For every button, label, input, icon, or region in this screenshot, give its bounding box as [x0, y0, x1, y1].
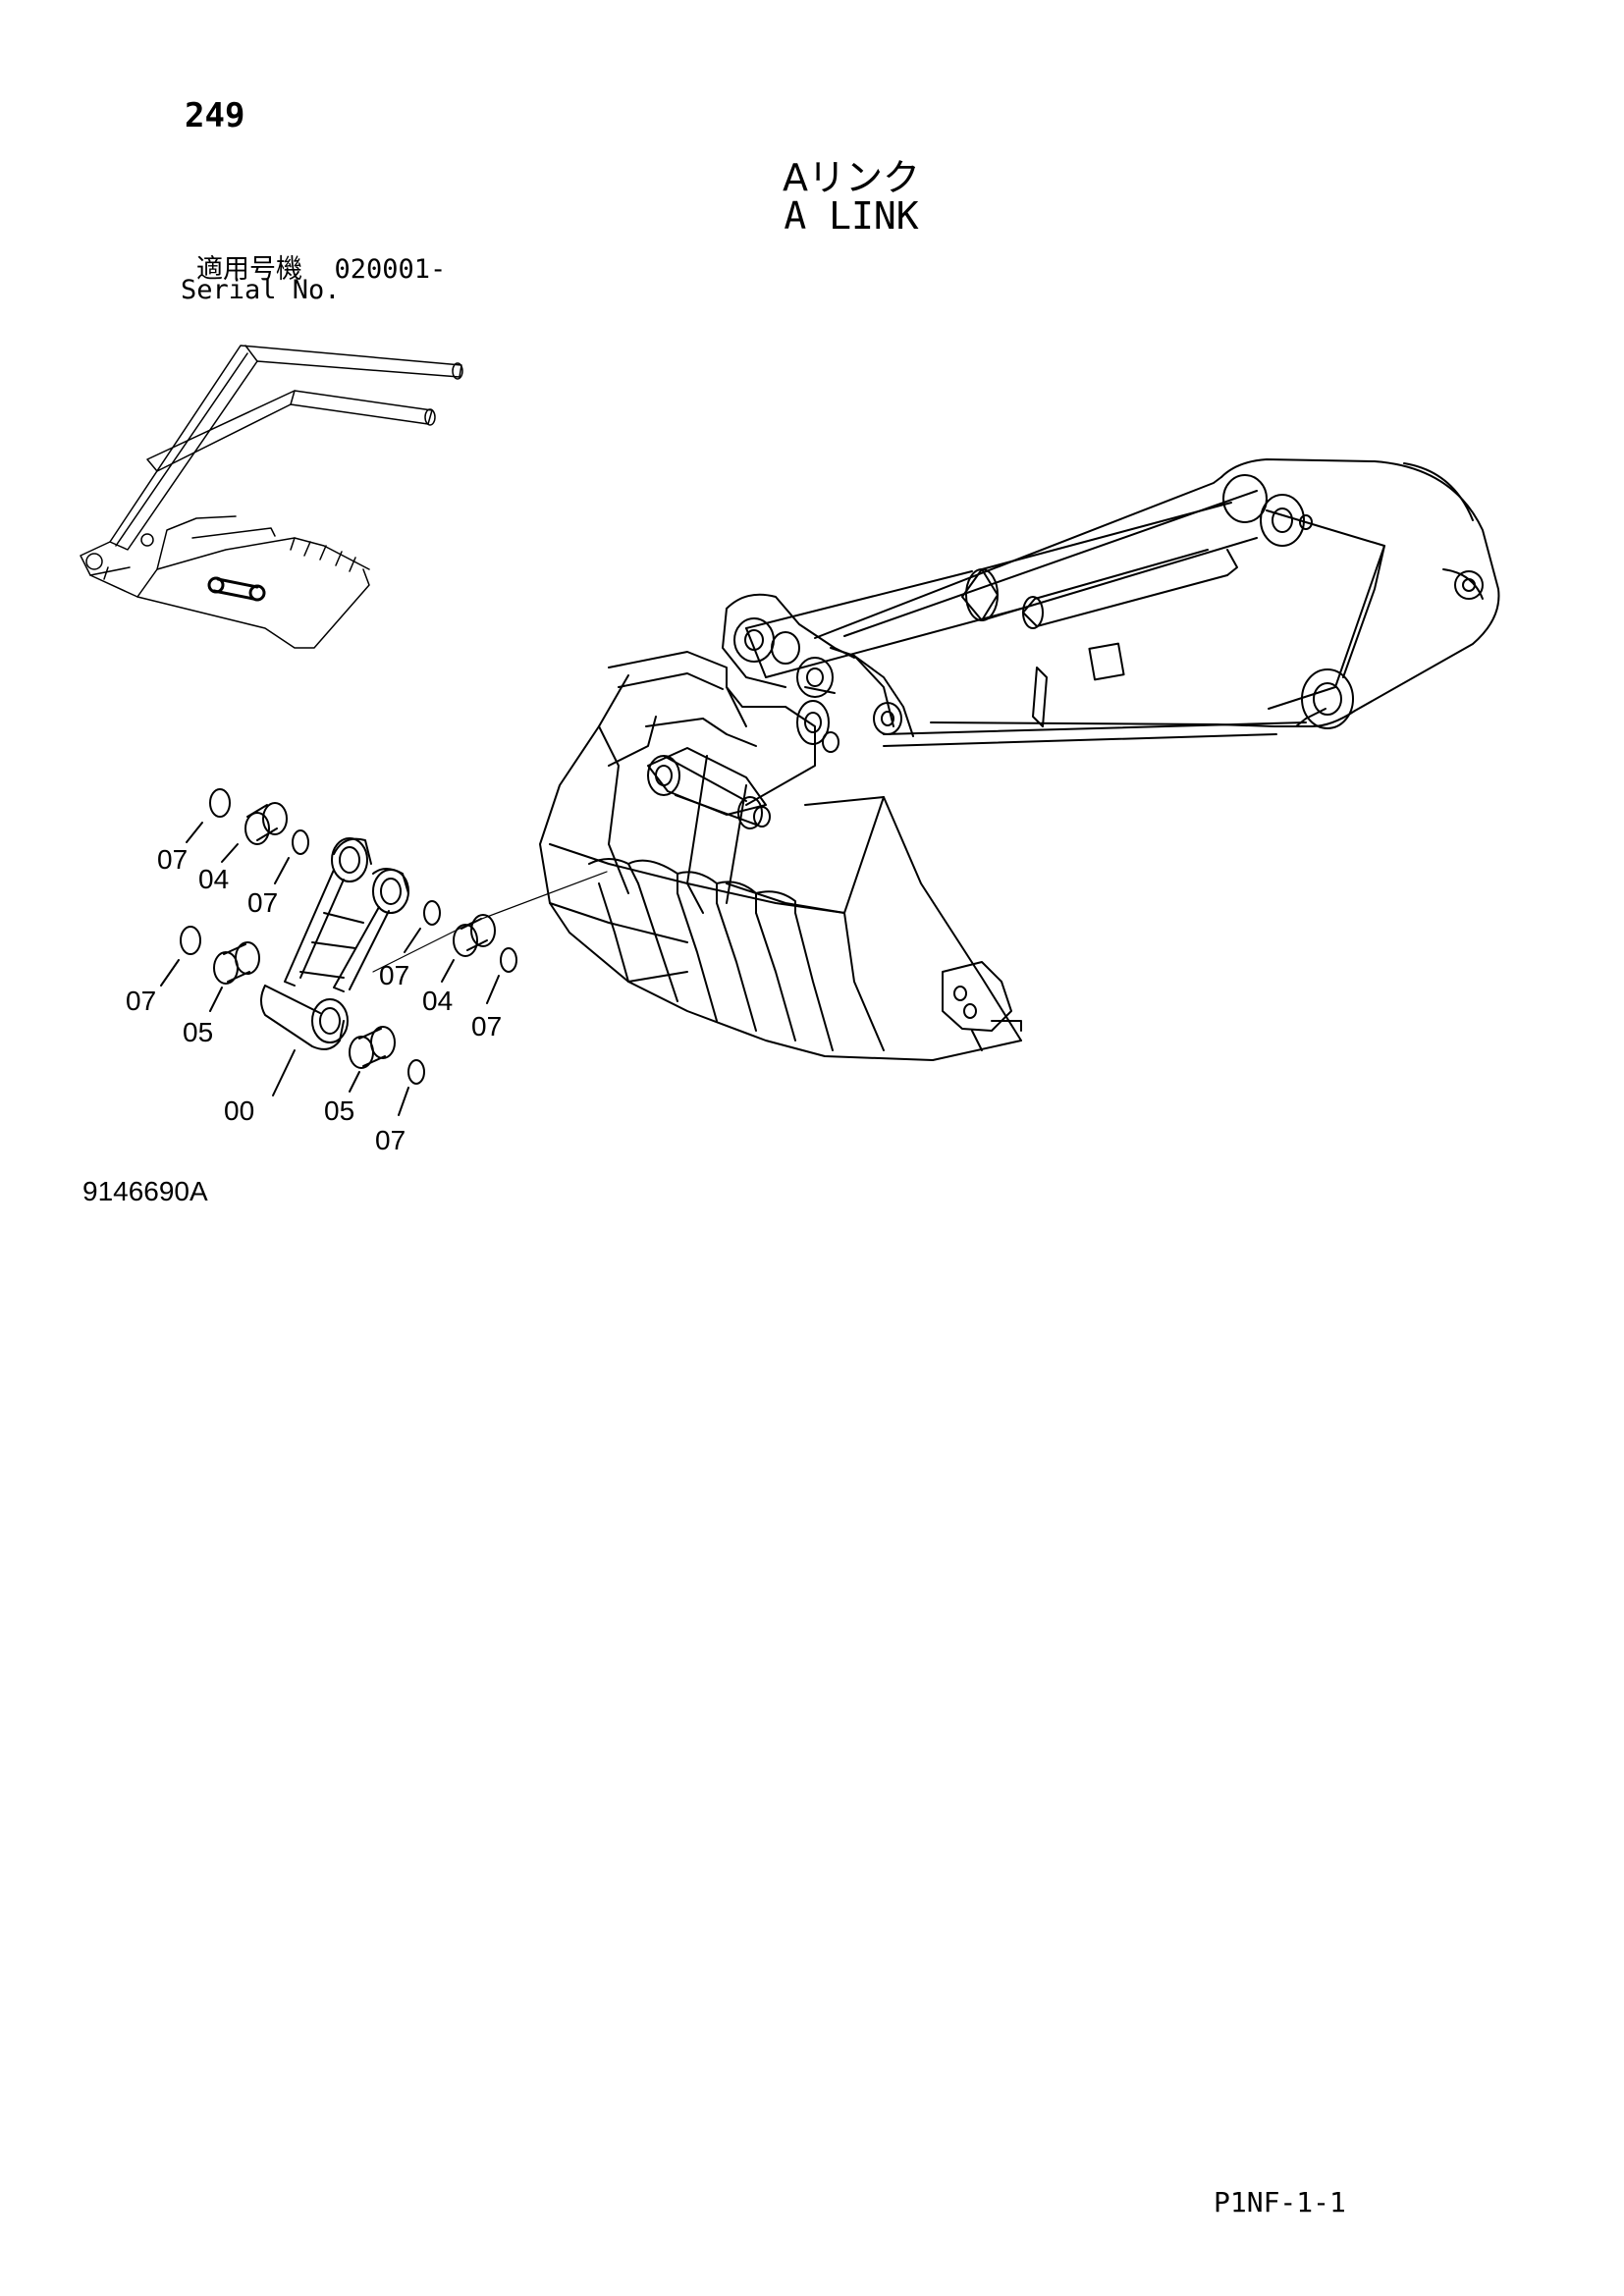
serial-label-japanese: 適用号機 020001- [196, 247, 446, 286]
callout-07: 07 [247, 887, 279, 918]
callout-07: 07 [375, 1125, 406, 1155]
callout-04: 04 [198, 864, 230, 894]
serial-value: 020001- [334, 254, 447, 285]
callout-00: 00 [224, 1095, 255, 1126]
main-arm-assembly [373, 459, 1498, 1060]
seal-ring-07a [210, 789, 230, 817]
callout-04: 04 [422, 986, 454, 1016]
page-number: 249 [185, 96, 245, 135]
callout-05: 05 [183, 1017, 214, 1047]
page-title-japanese: Aリンク [783, 156, 920, 199]
callout-07: 07 [379, 960, 410, 990]
page-title-english: A LINK [784, 194, 919, 238]
callout-07: 07 [471, 1011, 503, 1041]
reference-thumbnail [81, 346, 462, 648]
callout-07: 07 [126, 986, 157, 1016]
serial-label-english: Serial No. [181, 275, 341, 305]
page-reference: P1NF-1-1 [1214, 2186, 1346, 2218]
exploded-link-parts [161, 789, 516, 1115]
callout-05: 05 [324, 1095, 355, 1126]
figure-id: 9146690A [82, 1176, 208, 1206]
serial-label-jp-text: 適用号機 [196, 254, 302, 285]
callout-07: 07 [157, 844, 189, 875]
